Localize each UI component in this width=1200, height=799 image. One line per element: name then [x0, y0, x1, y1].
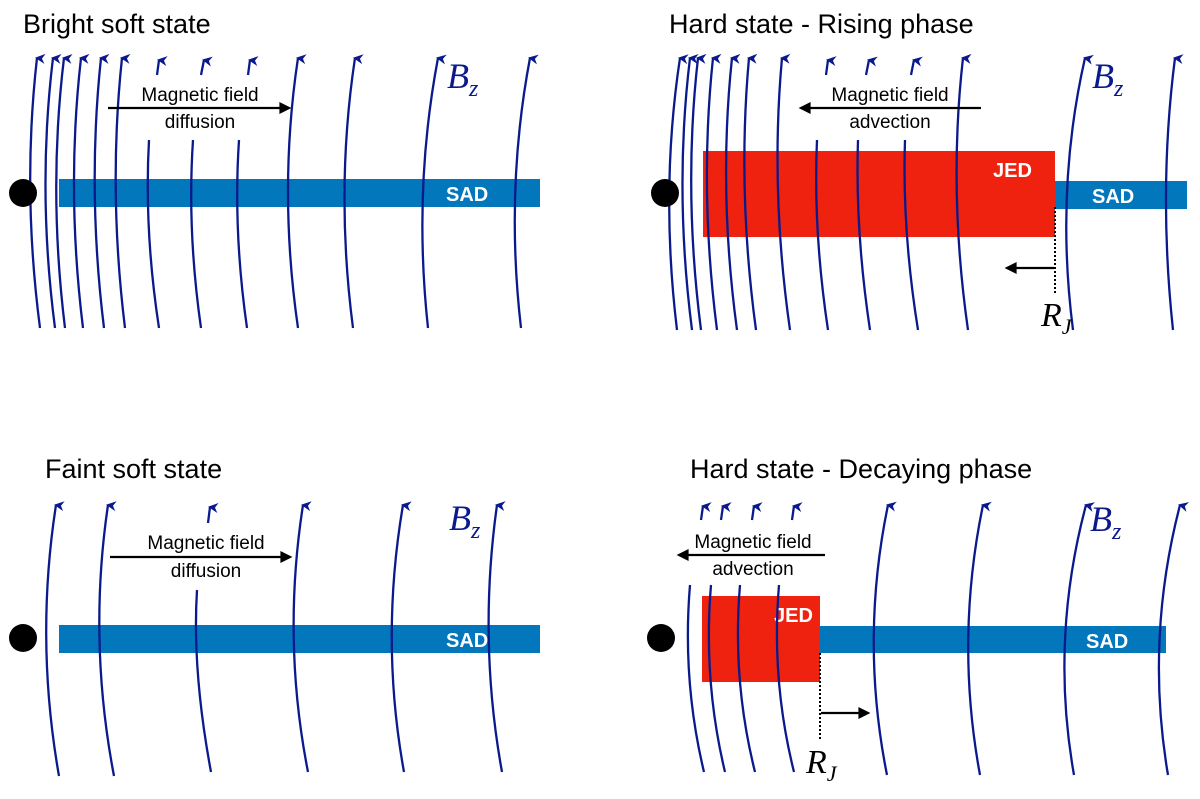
annotation-line2: diffusion: [171, 561, 241, 582]
field-line: [1063, 502, 1096, 776]
sad-label: SAD: [1092, 186, 1134, 208]
annotation-line2: advection: [849, 112, 930, 133]
field-line: [690, 53, 707, 331]
field-line: [856, 139, 872, 331]
field-line: [736, 584, 757, 773]
field-line: [72, 53, 90, 329]
field-line: [776, 53, 792, 331]
bz-label: Bz: [449, 498, 481, 544]
field-line: [705, 53, 722, 331]
jed-disk: [703, 151, 1055, 237]
bz-label: Bz: [447, 56, 479, 102]
panel-faint-soft-state: Faint soft state SAD Magnetic field diff…: [9, 454, 540, 777]
field-line: [236, 139, 249, 329]
field-line-tip: [909, 56, 923, 76]
jed-label: JED: [774, 605, 813, 627]
bz-label: Bz: [1092, 56, 1124, 102]
panel-hard-state-decaying: Hard state - Decaying phase JED SAD Magn…: [647, 454, 1189, 786]
jed-disk: [702, 596, 820, 682]
panel-bright-soft-state: Bright soft state SAD Magnetic field dif…: [9, 9, 540, 329]
black-hole: [9, 624, 37, 652]
field-line: [724, 53, 741, 331]
field-line-tip: [206, 503, 219, 524]
field-line: [487, 501, 506, 773]
field-line-tip: [790, 502, 803, 521]
field-line: [872, 501, 897, 776]
field-line-tip: [155, 56, 168, 76]
field-lines: [29, 53, 539, 329]
rj-label: RJ: [1040, 297, 1073, 339]
annotation-line1: Magnetic field: [831, 85, 948, 106]
sad-label: SAD: [446, 630, 488, 652]
black-hole: [647, 624, 675, 652]
field-line: [1065, 54, 1094, 331]
panel-hard-state-rising: Hard state - Rising phase JED SAD Magnet…: [651, 9, 1187, 339]
annotation-line2: advection: [712, 559, 793, 580]
field-lines: [668, 53, 1184, 331]
field-line: [686, 584, 706, 773]
field-line: [286, 54, 307, 329]
sad-disk: [820, 626, 1166, 653]
field-line: [44, 53, 62, 329]
field-line-tip: [719, 502, 732, 521]
panel-title: Hard state - Decaying phase: [690, 454, 1032, 484]
field-line-tip: [699, 502, 712, 521]
field-line: [707, 584, 727, 773]
field-line-tip: [824, 56, 837, 76]
rj-label: RJ: [805, 744, 838, 786]
field-line: [146, 139, 161, 329]
field-line: [815, 139, 830, 331]
field-line: [190, 139, 203, 329]
field-line: [98, 501, 117, 777]
field-line: [903, 139, 920, 331]
field-line: [743, 53, 758, 331]
sad-label: SAD: [446, 184, 488, 206]
sad-disk: [59, 179, 540, 207]
field-line: [967, 501, 992, 776]
annotation-line1: Magnetic field: [147, 533, 264, 554]
field-line: [513, 54, 539, 329]
bz-label: Bz: [1090, 499, 1122, 545]
field-line: [55, 53, 73, 329]
field-line: [681, 53, 699, 331]
panel-title: Faint soft state: [45, 454, 222, 484]
field-line: [194, 589, 213, 773]
black-hole: [9, 179, 37, 207]
jed-label: JED: [993, 160, 1032, 182]
field-line: [1164, 54, 1184, 331]
field-line: [45, 501, 65, 777]
field-line-tip: [246, 56, 259, 76]
annotation-line1: Magnetic field: [694, 532, 811, 553]
field-line: [955, 53, 972, 331]
field-line-tip: [750, 502, 763, 521]
field-line-tip: [199, 56, 213, 76]
field-line: [93, 53, 110, 329]
field-line-tip: [864, 56, 878, 76]
sad-disk: [59, 625, 540, 653]
field-line: [343, 54, 364, 329]
field-line: [114, 53, 131, 329]
field-lines: [45, 501, 506, 777]
field-line: [775, 584, 796, 773]
field-lines: [686, 501, 1189, 776]
field-line: [390, 501, 412, 773]
panel-title: Bright soft state: [23, 9, 211, 39]
field-line: [421, 54, 447, 329]
panel-title: Hard state - Rising phase: [669, 9, 974, 39]
sad-label: SAD: [1086, 631, 1128, 653]
field-line: [1157, 502, 1189, 776]
field-line: [292, 501, 312, 773]
annotation-line1: Magnetic field: [141, 85, 258, 106]
black-hole: [651, 179, 679, 207]
annotation-line2: diffusion: [165, 112, 235, 133]
